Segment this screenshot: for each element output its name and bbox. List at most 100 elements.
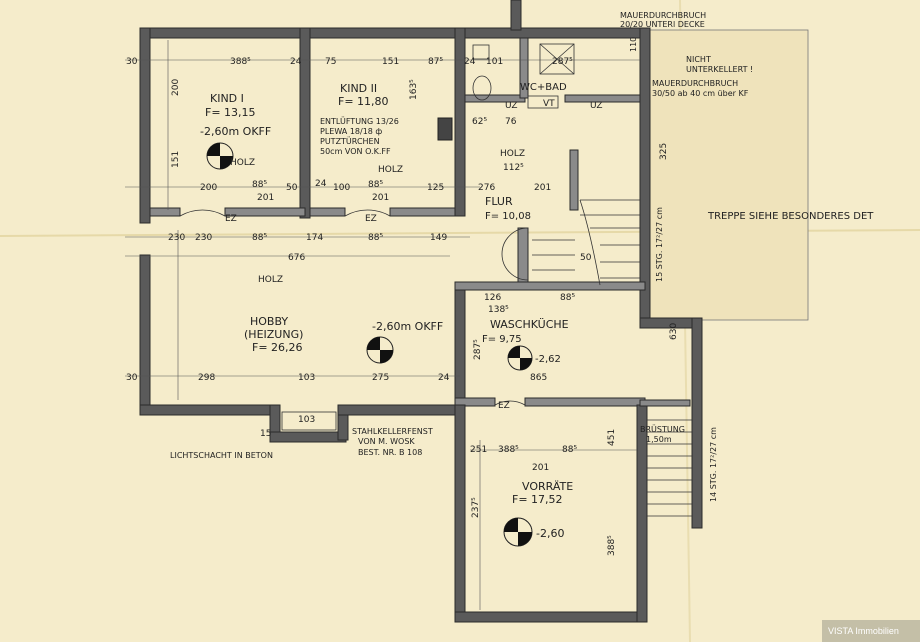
wasch-name: WASCHKÜCHE [490,318,569,331]
dim: 237⁵ [471,497,481,518]
level-vorr: -2,60 [536,527,564,540]
door-swing [494,400,526,406]
kind2-name: KIND II [340,82,377,95]
label-ez-1: EZ [225,214,237,224]
kind1-area: F= 13,15 [205,106,256,119]
note-nicht2: UNTERKELLERT ! [686,65,753,74]
door-swing [179,209,226,217]
dim: 298 [198,373,215,383]
dim: 125 [427,183,444,193]
dim: 15 [260,429,271,439]
dim: 87⁵ [428,57,443,67]
shower-icon [539,43,575,75]
label-ez-3: EZ [498,401,510,411]
dim: 201 [532,463,549,473]
note-mauer1b: 20/20 UNTERl DECKE [620,20,705,29]
note-entl2: PLEWA 18/18 ф [320,127,382,136]
dim: 62⁵ [472,117,487,127]
vorr-area: F= 17,52 [512,493,563,506]
toilet-icon [472,75,492,101]
dim: 24 [290,57,302,67]
note-stahl1: STAHLKELLERFENST [352,427,433,436]
dim: 30 [126,373,138,383]
dim: 201 [257,193,274,203]
dim: 75 [325,57,336,67]
label-ez-2: EZ [365,214,377,224]
dim: 24 [464,57,476,67]
dim: 88⁵ [562,445,577,455]
level-wasch: -2,62 [535,354,561,365]
label-uz-2: UZ [590,101,603,111]
note-brust1: BRÜSTUNG [640,424,685,434]
note-mauer1: MAUERDURCHBRUCH [620,11,706,20]
dim: 388⁵ [230,57,251,67]
label-uz-1: UZ [505,101,518,111]
dim: 287⁵ [473,339,483,360]
light-well [281,411,337,431]
hobby-name: HOBBY [250,315,288,328]
note-stg1: 15 STG. 17²/27 cm [655,207,664,282]
label-holz-4: HOLZ [258,275,283,285]
dim: 88⁵ [368,180,383,190]
note-mauer2b: 30/50 ab 40 cm über KF [652,89,749,98]
dim: 88⁵ [560,293,575,303]
dim: 103 [298,373,315,383]
dimension-labels: 30 388⁵ 24 75 151 87⁵ 24 101 287⁵ 110 20… [126,37,679,556]
dim: 676 [288,253,305,263]
dim: 200 [171,79,181,96]
dim: 112⁵ [503,163,524,173]
dim: 325 [659,143,669,160]
dim: 630 [669,323,679,340]
dim: 76 [505,117,517,127]
dim: 451 [607,429,617,446]
flur-area: F= 10,08 [485,211,531,222]
level-markers [206,142,533,547]
vorr-name: VORRÄTE [522,480,573,493]
note-stahl2: VON M. WOSK [358,437,415,446]
dim: 201 [372,193,389,203]
label-holz-1: HOLZ [230,158,255,168]
note-brust2: 1,50m [646,435,672,444]
hobby-sub: (HEIZUNG) [244,328,303,341]
label-holz-2: HOLZ [378,165,403,175]
level-okff-1: -2,60m OKFF [200,125,271,138]
dim: 275 [372,373,389,383]
not-basemented-area [647,29,809,321]
dim: 276 [478,183,495,193]
dim: 163⁵ [409,79,419,100]
fixtures [179,43,692,517]
dim: 88⁵ [252,180,267,190]
wc-bad-label: WC+BAD [520,82,567,93]
door-swing [501,227,529,281]
note-entl3: PUTZTÜRCHEN [320,136,380,146]
dim: 100 [333,183,350,193]
dim: 88⁵ [252,233,267,243]
dim: 24 [315,179,327,189]
kind2-area: F= 11,80 [338,95,389,108]
note-entl1: ENTLÜFTUNG 13/26 [320,116,399,126]
door-swing [344,209,391,217]
dim: 251 [470,445,487,455]
dim: 88⁵ [368,233,383,243]
note-nicht: NICHT [686,55,711,64]
watermark: VISTA Immobilien [828,626,899,636]
label-vt: VT [543,99,555,109]
dim: 30 [126,57,138,67]
watermark-bg [822,620,920,642]
room-labels: KIND I F= 13,15 KIND II F= 11,80 WC+BAD … [205,82,573,506]
wasch-area: F= 9,75 [482,334,522,345]
dim: 151 [171,151,181,168]
walls [139,0,703,623]
dim: 149 [430,233,447,243]
dim: 388⁵ [607,535,617,556]
dim: 138⁵ [488,305,509,315]
flur-name: FLUR [485,195,513,208]
note-stahl3: BEST. NR. B 108 [358,448,422,457]
note-licht: LICHTSCHACHT IN BETON [170,451,273,460]
dim: 50 [580,253,592,263]
kind1-name: KIND I [210,92,244,105]
dim: 126 [484,293,501,303]
hobby-area: F= 26,26 [252,341,303,354]
dim: 230 [168,233,185,243]
